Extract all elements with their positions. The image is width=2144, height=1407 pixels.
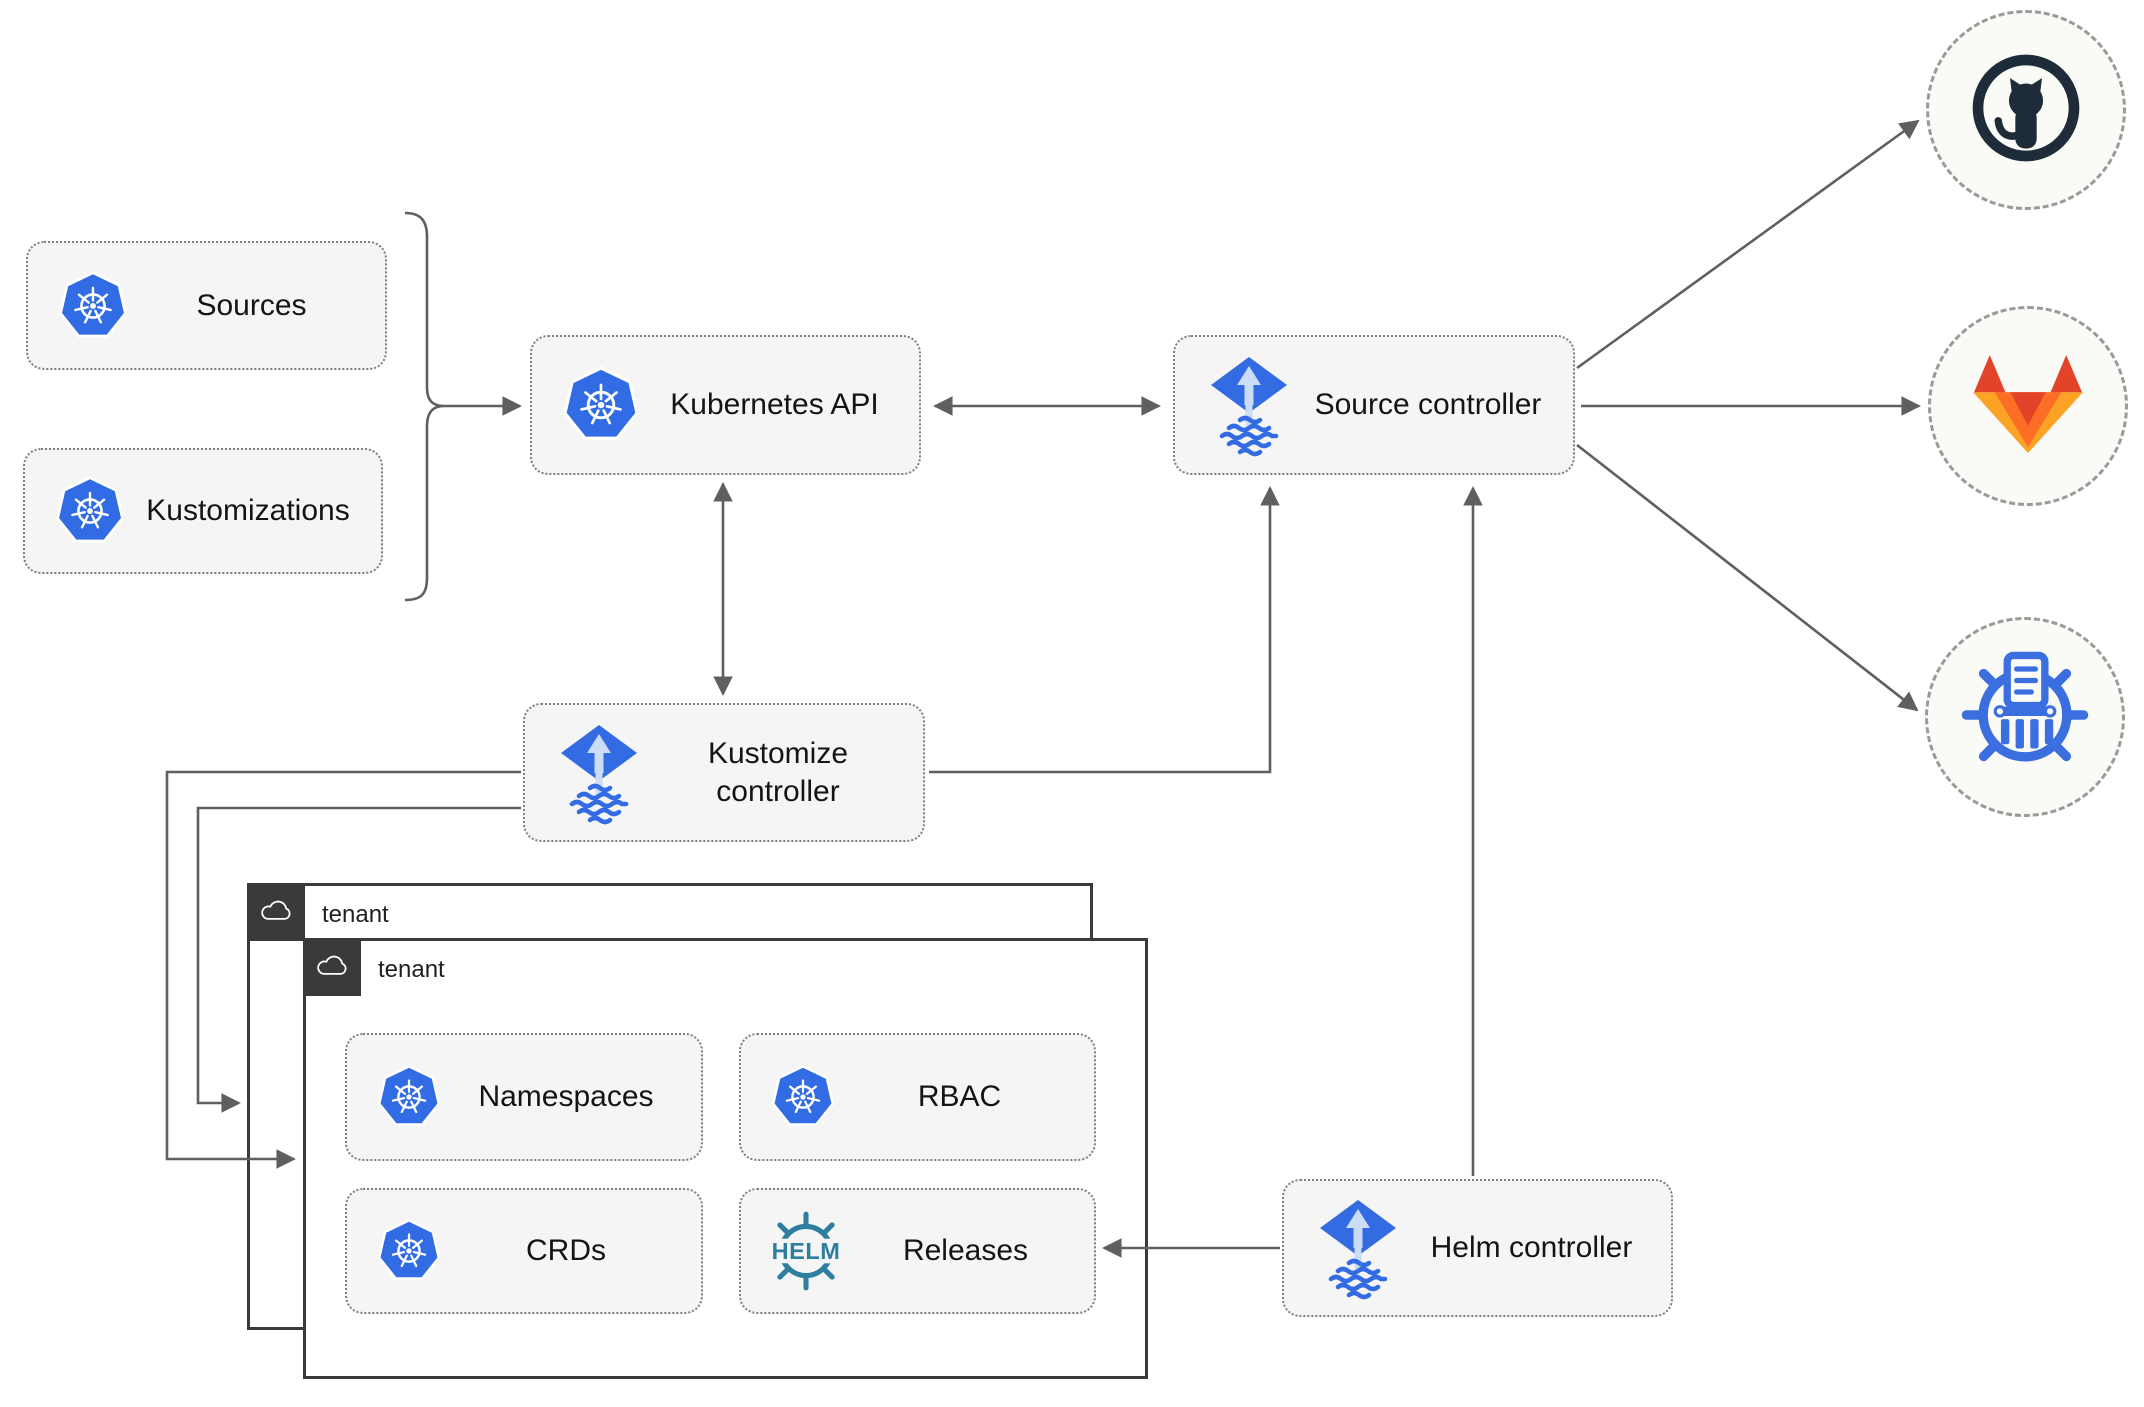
node-kubernetes-api: Kubernetes API [530, 335, 921, 475]
tenant-inner-tab [303, 938, 361, 996]
node-kustomize-controller: Kustomize controller [523, 703, 925, 842]
releases-label: Releases [902, 1234, 1029, 1268]
flux-icon [553, 721, 645, 825]
chartmuseum-provider-circle [1925, 617, 2125, 817]
chartmuseum-icon [1956, 646, 2094, 789]
svg-text:HELM: HELM [772, 1238, 841, 1264]
helm-logo-icon: HELM [763, 1208, 849, 1294]
flux-icon [1203, 353, 1295, 457]
crds-label: CRDs [526, 1234, 606, 1268]
cloud-icon [257, 896, 295, 929]
node-releases: HELM Releases [739, 1188, 1096, 1314]
kustomize-controller-label: Kustomize controller [707, 737, 849, 808]
tenant-outer-label: tenant [322, 901, 389, 928]
source-controller-label: Source controller [1314, 388, 1542, 422]
arrow-source-controller-to-github [1576, 119, 1920, 370]
kustomizations-label: Kustomizations [146, 494, 350, 528]
kubernetes-icon [375, 1063, 443, 1131]
kubernetes-api-label: Kubernetes API [670, 388, 879, 422]
gitlab-icon [1969, 353, 2087, 460]
kubernetes-icon [769, 1063, 837, 1131]
helm-controller-label: Helm controller [1430, 1231, 1633, 1265]
node-source-controller: Source controller [1173, 335, 1575, 475]
github-provider-circle [1926, 10, 2126, 210]
node-sources: Sources [26, 241, 387, 370]
kubernetes-icon [375, 1217, 443, 1285]
rbac-label: RBAC [917, 1080, 1002, 1114]
node-rbac: RBAC [739, 1033, 1096, 1161]
brace-sources-group [404, 211, 445, 602]
arrow-kustomize-controller-to-source-controller [929, 486, 1280, 774]
cloud-icon [313, 951, 351, 984]
node-kustomizations: Kustomizations [23, 448, 383, 574]
github-icon [1962, 44, 2090, 177]
namespaces-label: Namespaces [478, 1080, 654, 1114]
node-crds: CRDs [345, 1188, 703, 1314]
node-helm-controller: Helm controller [1282, 1179, 1673, 1317]
node-namespaces: Namespaces [345, 1033, 703, 1161]
kubernetes-icon [56, 269, 130, 343]
kubernetes-icon [560, 364, 642, 446]
gitlab-provider-circle [1928, 306, 2128, 506]
tenant-outer-tab [247, 883, 305, 941]
kubernetes-icon [53, 474, 127, 548]
tenant-inner-label: tenant [378, 956, 445, 983]
sources-label: Sources [196, 288, 307, 322]
arrow-source-controller-to-chartmuseum [1576, 443, 1919, 712]
flux-icon [1312, 1196, 1404, 1300]
